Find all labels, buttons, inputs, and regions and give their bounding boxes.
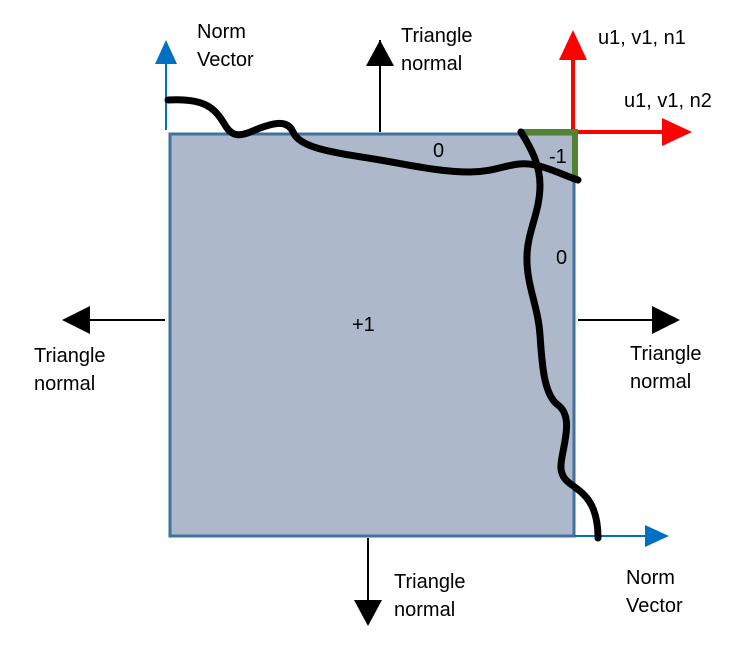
triangle-normal-arrows: [62, 40, 680, 626]
corner-bracket: [520, 129, 578, 178]
boundary-curve-right: [517, 128, 602, 542]
mesh-square: [168, 132, 576, 538]
region-corner-value: -1: [549, 146, 567, 168]
triangle-normal-arrowhead-top: [366, 40, 394, 66]
norm-vector-top-label-line1: Norm: [197, 21, 246, 43]
norm-vector-arrows: [155, 40, 669, 547]
corner-vector-right-label: u1, v1, n2: [624, 90, 712, 112]
corner-vector-right-arrowhead: [662, 118, 692, 146]
triangle-normal-top-label-line1: Triangle: [401, 25, 473, 47]
triangle-normal-arrowhead-bottom: [354, 600, 382, 626]
triangle-normal-bottom-label-line2: normal: [394, 599, 455, 621]
boundary-curve-top: [164, 96, 582, 184]
corner-vectors: [559, 30, 692, 146]
triangle-normal-right-label-line1: Triangle: [630, 343, 702, 365]
corner-vector-up-arrowhead: [559, 30, 587, 60]
triangle-normal-top-label-line2: normal: [401, 53, 462, 75]
region-center-value: +1: [352, 314, 375, 336]
triangle-normal-left-label-line1: Triangle: [34, 345, 106, 367]
triangle-normal-right-label-line2: normal: [630, 371, 691, 393]
triangle-normal-left-label-line2: normal: [34, 373, 95, 395]
norm-vector-bottom-label-line1: Norm: [626, 567, 675, 589]
corner-vector-up-label: u1, v1, n1: [598, 27, 686, 49]
norm-vector-arrowhead-top: [155, 40, 177, 64]
triangle-normal-arrowhead-left: [62, 306, 90, 334]
norm-vector-arrowhead-bottom: [645, 525, 669, 547]
labels: Norm Vector Triangle normal u1, v1, n1 u…: [34, 21, 712, 621]
region-right-value: 0: [556, 247, 567, 269]
region-top-value: 0: [433, 140, 444, 162]
norm-vector-bottom-label-line2: Vector: [626, 595, 683, 617]
triangle-normal-bottom-label-line1: Triangle: [394, 571, 466, 593]
norm-vector-top-label-line2: Vector: [197, 49, 254, 71]
triangle-normal-arrowhead-right: [652, 306, 680, 334]
